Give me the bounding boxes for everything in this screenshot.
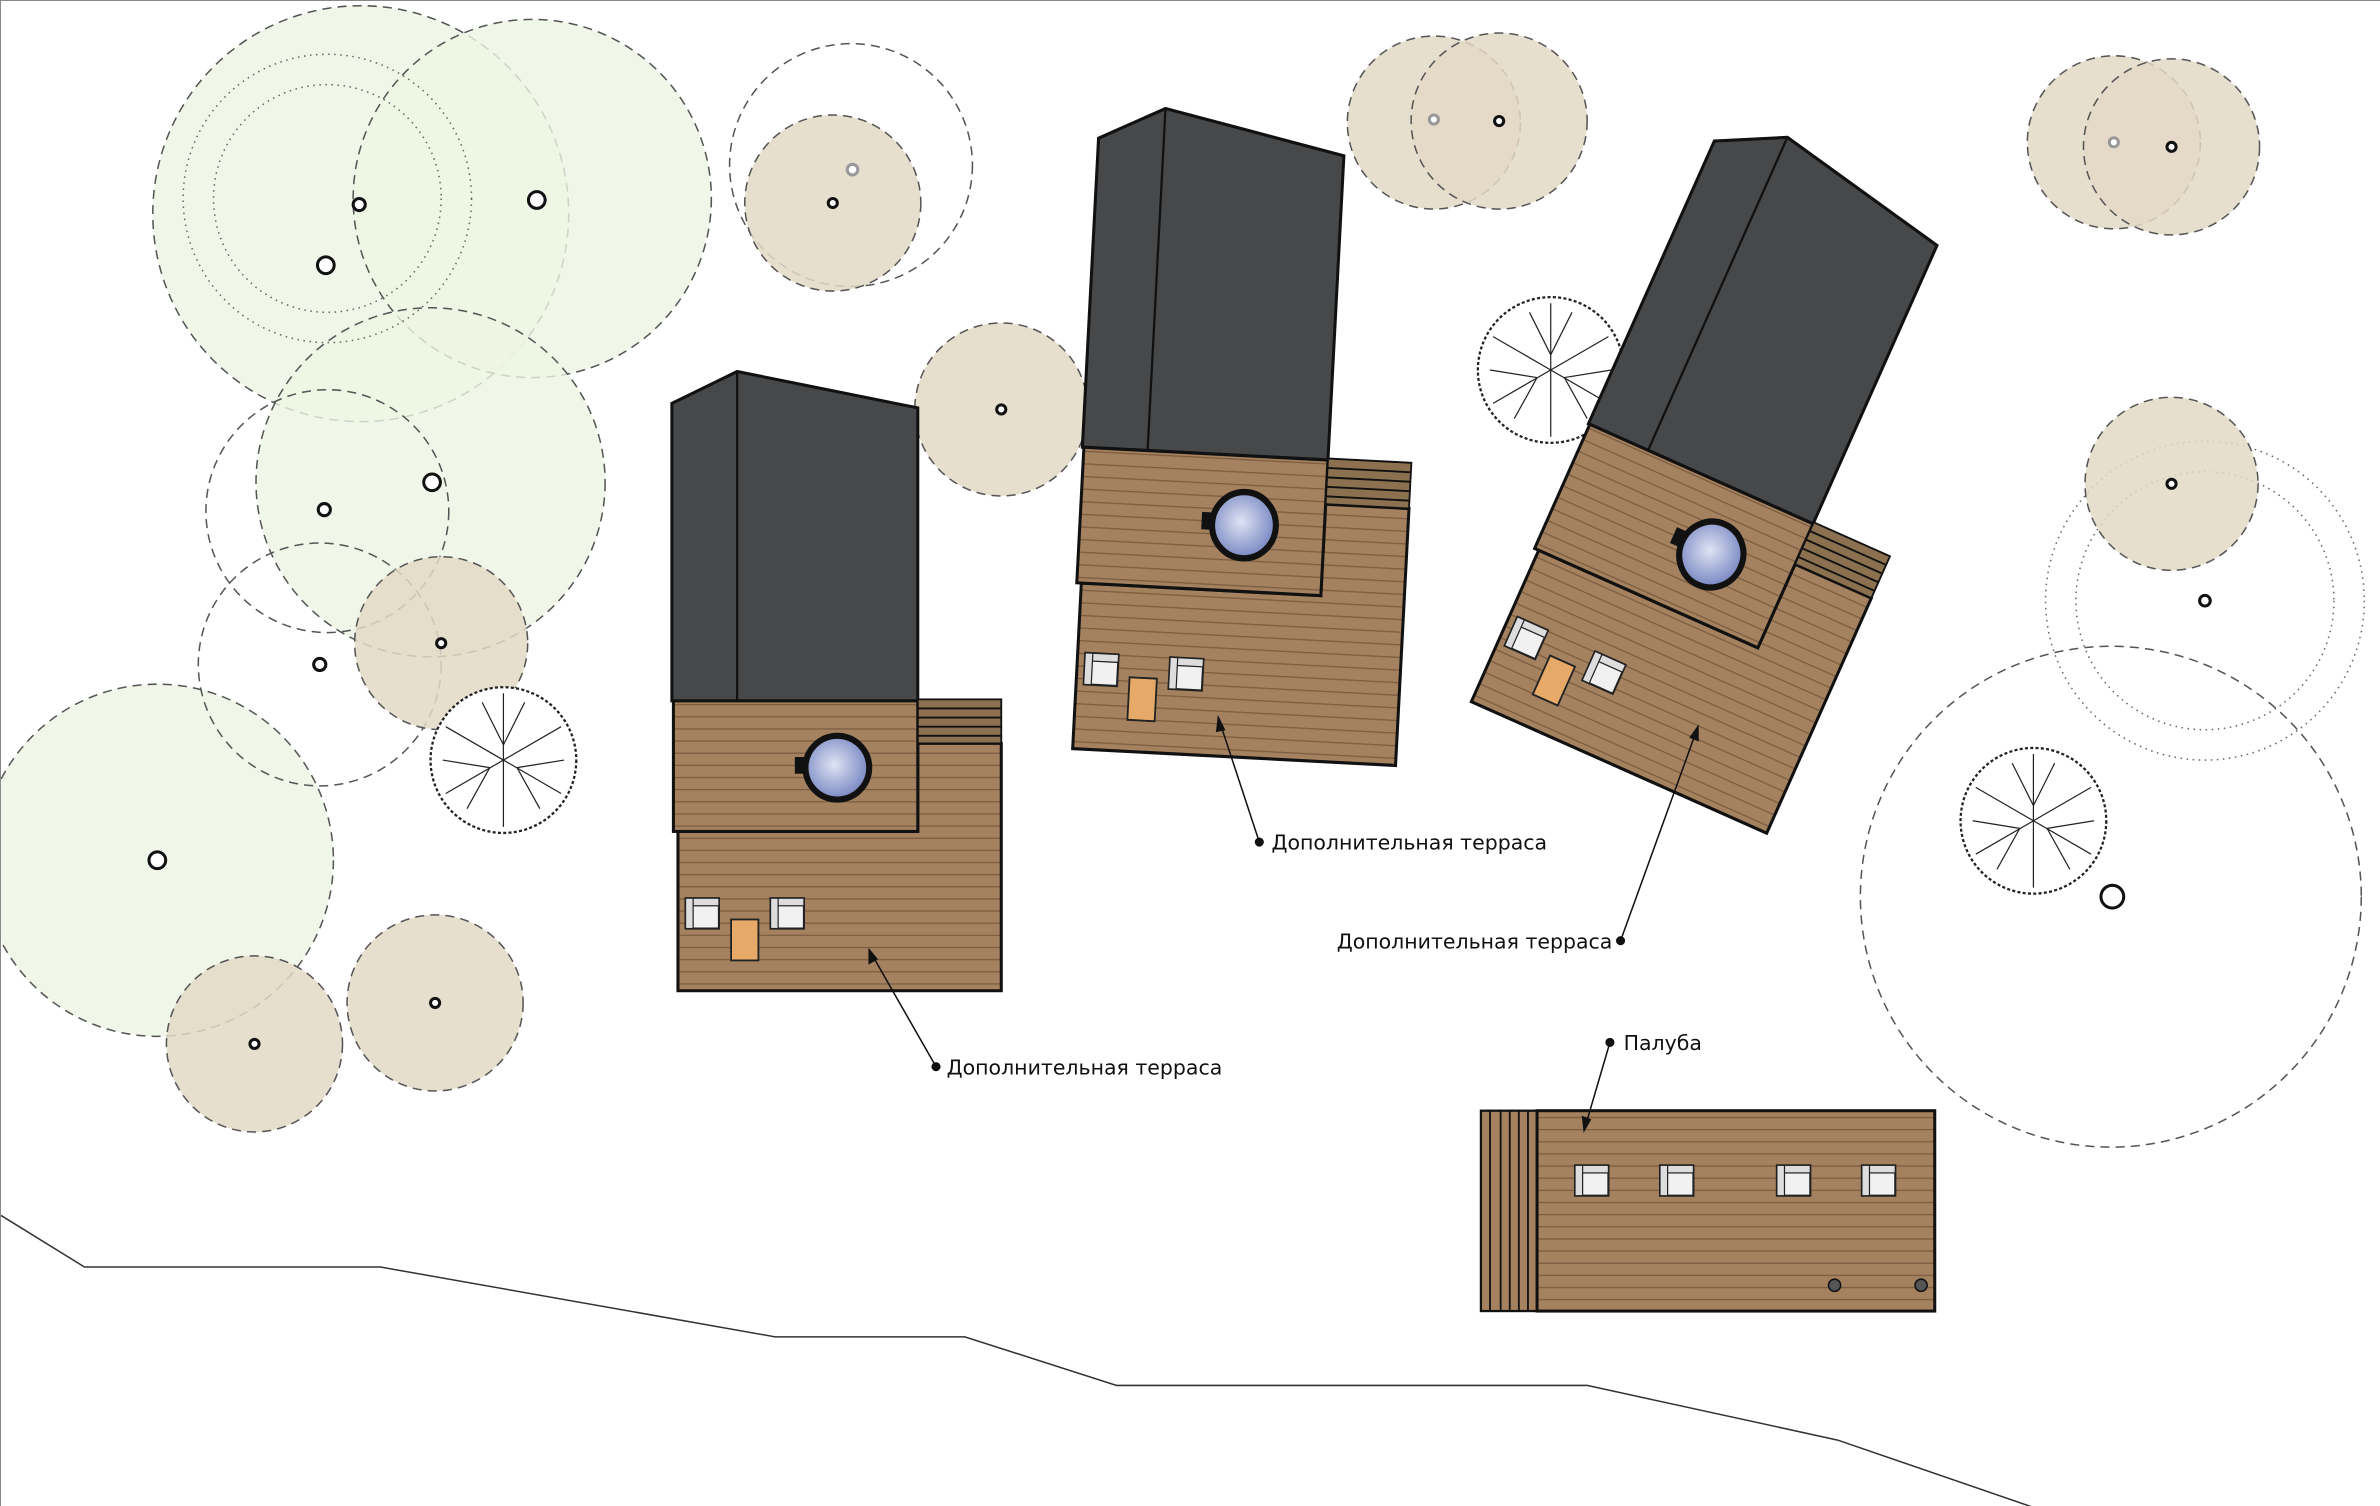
- tree-canopy: [205, 388, 450, 634]
- tree-trunk-markers: [147, 113, 2212, 1050]
- deciduous-tree-symbol: [1959, 746, 2108, 895]
- label-additional-terrace-2: Дополнительная терраса: [1271, 831, 1547, 855]
- terrain-boundary-line: [1, 1214, 2032, 1506]
- green-tree-canopies: [1, 4, 713, 1038]
- tree-canopy: [1859, 645, 2363, 1148]
- house-2[interactable]: [1067, 105, 1430, 765]
- label-additional-terrace-1: Дополнительная терраса: [947, 1055, 1223, 1079]
- label-additional-terrace-3: Дополнительная терраса: [1337, 929, 1613, 953]
- house-3[interactable]: [1466, 111, 2029, 833]
- deciduous-tree-symbol: [429, 686, 578, 835]
- deck-platform[interactable]: [1479, 1109, 1937, 1313]
- label-deck: Палуба: [1624, 1031, 1702, 1055]
